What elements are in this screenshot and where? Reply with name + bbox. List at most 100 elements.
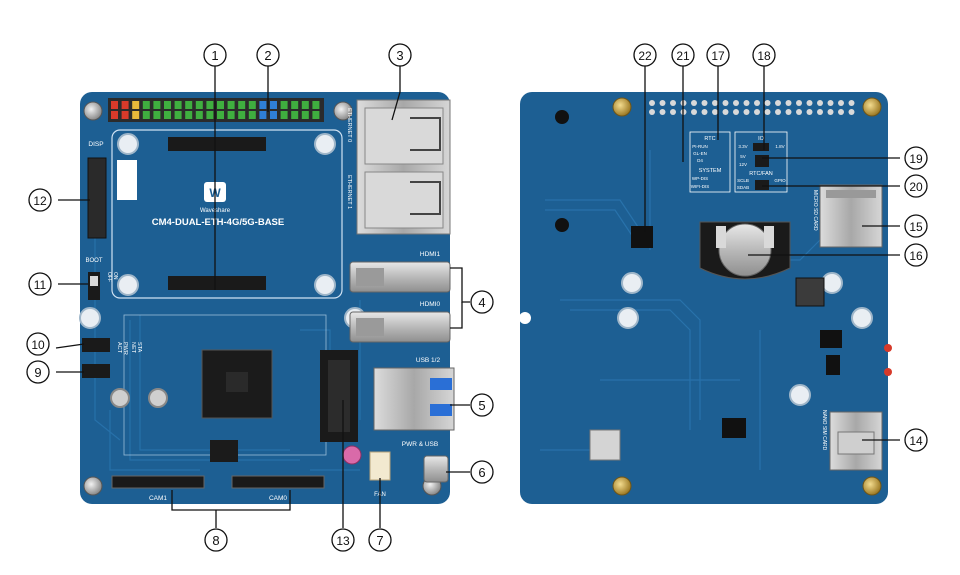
header-hole xyxy=(785,109,792,115)
system-label: SYSTEM xyxy=(699,168,722,174)
inductor xyxy=(795,277,825,307)
ethernet-jack: ETHERNET 0 ETHERNET 1 xyxy=(346,99,451,235)
nano-sim-label: NANO SIM CARD xyxy=(821,410,827,451)
header-hole xyxy=(775,100,781,106)
v12-label: 12V xyxy=(739,162,747,167)
usb-label: USB 1/2 xyxy=(416,357,441,364)
callout-6: 6 xyxy=(478,465,485,480)
act-label: ACT xyxy=(116,342,122,354)
gpio-pin xyxy=(142,101,150,109)
header-hole xyxy=(817,109,823,115)
gpio-pin xyxy=(217,101,224,109)
back-header-holes xyxy=(649,100,855,115)
callout-8: 8 xyxy=(212,533,219,548)
callout-5: 5 xyxy=(478,398,485,413)
gpio-pin xyxy=(248,111,256,119)
capacitor xyxy=(342,445,362,465)
mount-hole xyxy=(79,307,101,329)
gpio-pin xyxy=(206,101,214,109)
eth0-label: ETHERNET 0 xyxy=(346,108,352,142)
io-label: IO xyxy=(758,136,765,142)
header-hole xyxy=(712,100,718,106)
rtc-box xyxy=(689,131,731,193)
m2-slot-inner xyxy=(328,360,350,432)
header-hole xyxy=(754,109,760,115)
header-hole xyxy=(827,109,834,115)
gpio-pin xyxy=(121,101,129,109)
header-hole xyxy=(785,100,792,106)
jumper-power xyxy=(755,155,769,167)
label-pad xyxy=(117,160,137,200)
usb-port: USB 1/2 xyxy=(373,357,455,431)
gpio-pin xyxy=(301,101,309,109)
header-hole xyxy=(649,109,655,115)
micro-sd-label: MICRO SD CARD xyxy=(812,190,818,231)
ic-logo xyxy=(226,372,248,392)
sta-label: STA xyxy=(136,342,142,353)
header-hole xyxy=(733,100,739,106)
callout-11: 11 xyxy=(34,278,47,292)
gpio-pin xyxy=(312,101,320,109)
cam1-connector xyxy=(111,475,205,489)
header-hole xyxy=(712,109,718,115)
gpio-pin xyxy=(195,101,203,109)
gpio-pin xyxy=(121,111,129,119)
mount-hole xyxy=(621,272,643,294)
callout-9: 9 xyxy=(34,365,41,380)
gpio-pin xyxy=(185,101,193,109)
header-hole xyxy=(722,109,729,115)
boot-off-label: OFF xyxy=(106,272,112,282)
corner-screw xyxy=(83,101,103,121)
pwr-usb-label: PWR & USB xyxy=(402,441,438,448)
solder-point xyxy=(555,110,569,124)
gpio-pin xyxy=(248,101,256,109)
header-hole xyxy=(796,100,802,106)
mount-hole xyxy=(314,133,336,155)
cam0-label: CAM0 xyxy=(269,495,287,502)
callout-2: 2 xyxy=(264,48,271,63)
usbc-power-port: PWR & USB xyxy=(402,441,449,483)
gpio-pin xyxy=(280,101,288,109)
cm4-outline xyxy=(111,129,343,299)
led-header-pwr xyxy=(82,364,110,378)
v5-label: 5V xyxy=(740,154,746,159)
scl-label: SCLB xyxy=(737,178,749,183)
header-hole xyxy=(649,100,655,106)
cam1-label: CAM1 xyxy=(149,495,167,502)
callout-14: 14 xyxy=(909,434,923,448)
gpio-pin xyxy=(164,101,171,109)
gpio-pin xyxy=(291,101,299,109)
gpio-pin xyxy=(301,111,309,119)
sda-label: SDAB xyxy=(737,185,749,190)
red-led xyxy=(884,344,892,352)
pi-run-label: PI-RUN xyxy=(692,144,708,149)
header-hole xyxy=(796,109,802,115)
header-hole xyxy=(827,100,834,106)
display-connector xyxy=(87,157,107,239)
wifi-dis-label: WIFI-DIS xyxy=(691,184,710,189)
jumper-rtc-fan xyxy=(755,180,769,190)
gpio-pin xyxy=(206,111,214,119)
nano-sim-slot: NANO SIM CARD xyxy=(821,410,883,471)
back-board: RTC PI-RUN GL-EN D4 SYSTEM WP-DIS WIFI-D… xyxy=(519,92,892,504)
boot-label: BOOT xyxy=(85,258,102,264)
callout-markers: 1 2 3 4 5 6 7 8 9 10 11 12 13 14 15 16 1… xyxy=(26,43,928,552)
eth1-label: ETHERNET 1 xyxy=(346,175,352,209)
header-hole xyxy=(691,109,697,115)
gl-en-label: GL-EN xyxy=(693,151,707,156)
gpio-pin xyxy=(111,101,118,109)
gpio-pin xyxy=(270,101,277,109)
leader-lines xyxy=(55,66,900,528)
hdmi0-label: HDMI0 xyxy=(420,301,441,308)
fan-header xyxy=(369,451,391,481)
callout-18: 18 xyxy=(757,49,771,63)
edge-notch xyxy=(519,312,531,324)
callout-22: 22 xyxy=(638,49,652,63)
header-hole xyxy=(838,109,844,115)
header-hole xyxy=(701,109,708,115)
gpio-pin xyxy=(238,111,246,119)
callout-12: 12 xyxy=(33,194,47,208)
brass-standoff xyxy=(612,476,632,496)
micro-sd-slot: MICRO SD CARD xyxy=(812,184,883,248)
v33-label: 3.3V xyxy=(738,144,747,149)
